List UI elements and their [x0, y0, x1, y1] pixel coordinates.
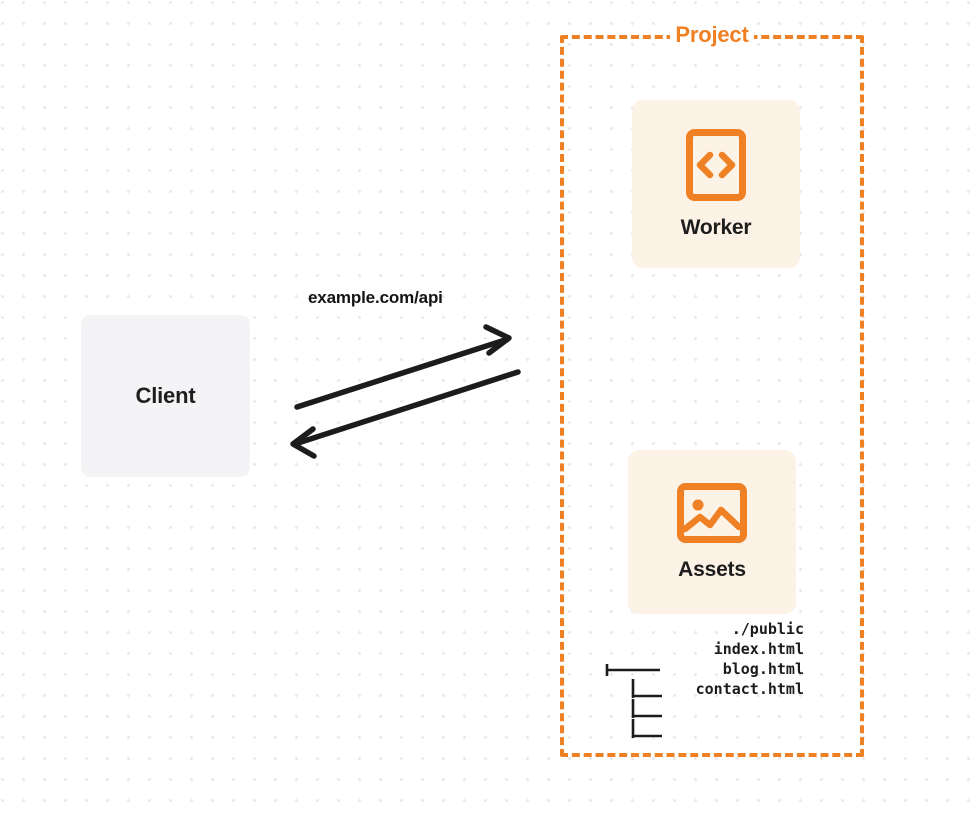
file-tree-row: index.html	[604, 639, 804, 698]
edge-label-endpoint: example.com/api	[308, 288, 443, 307]
tree-tee-icon	[604, 619, 676, 719]
file-tree-name: ./public	[731, 620, 804, 638]
file-tree-row: contact.html	[604, 679, 804, 738]
node-client-label: Client	[135, 383, 196, 408]
file-tree-row: blog.html	[604, 659, 804, 718]
node-client[interactable]: Client	[81, 315, 250, 477]
tree-branch-icon	[630, 679, 702, 779]
node-assets-label: Assets	[678, 558, 746, 581]
arrow-response	[290, 369, 521, 459]
node-worker-label: Worker	[680, 216, 752, 239]
tree-branch-icon	[630, 659, 702, 759]
file-tree-name: blog.html	[722, 660, 804, 678]
file-tree-name: contact.html	[695, 680, 804, 698]
group-project-title-text: Project	[670, 22, 754, 47]
group-project-title: Project	[560, 22, 864, 48]
node-worker[interactable]: Worker	[632, 100, 800, 268]
arrow-request	[294, 324, 512, 410]
file-tree-name: index.html	[713, 640, 804, 658]
image-icon	[676, 482, 748, 544]
assets-file-tree: ./public index.html blog.html	[604, 619, 804, 738]
tree-branch-icon	[630, 639, 702, 739]
node-assets[interactable]: Assets	[628, 450, 796, 614]
code-brackets-icon	[685, 128, 747, 202]
file-tree-row: ./public	[604, 619, 804, 676]
